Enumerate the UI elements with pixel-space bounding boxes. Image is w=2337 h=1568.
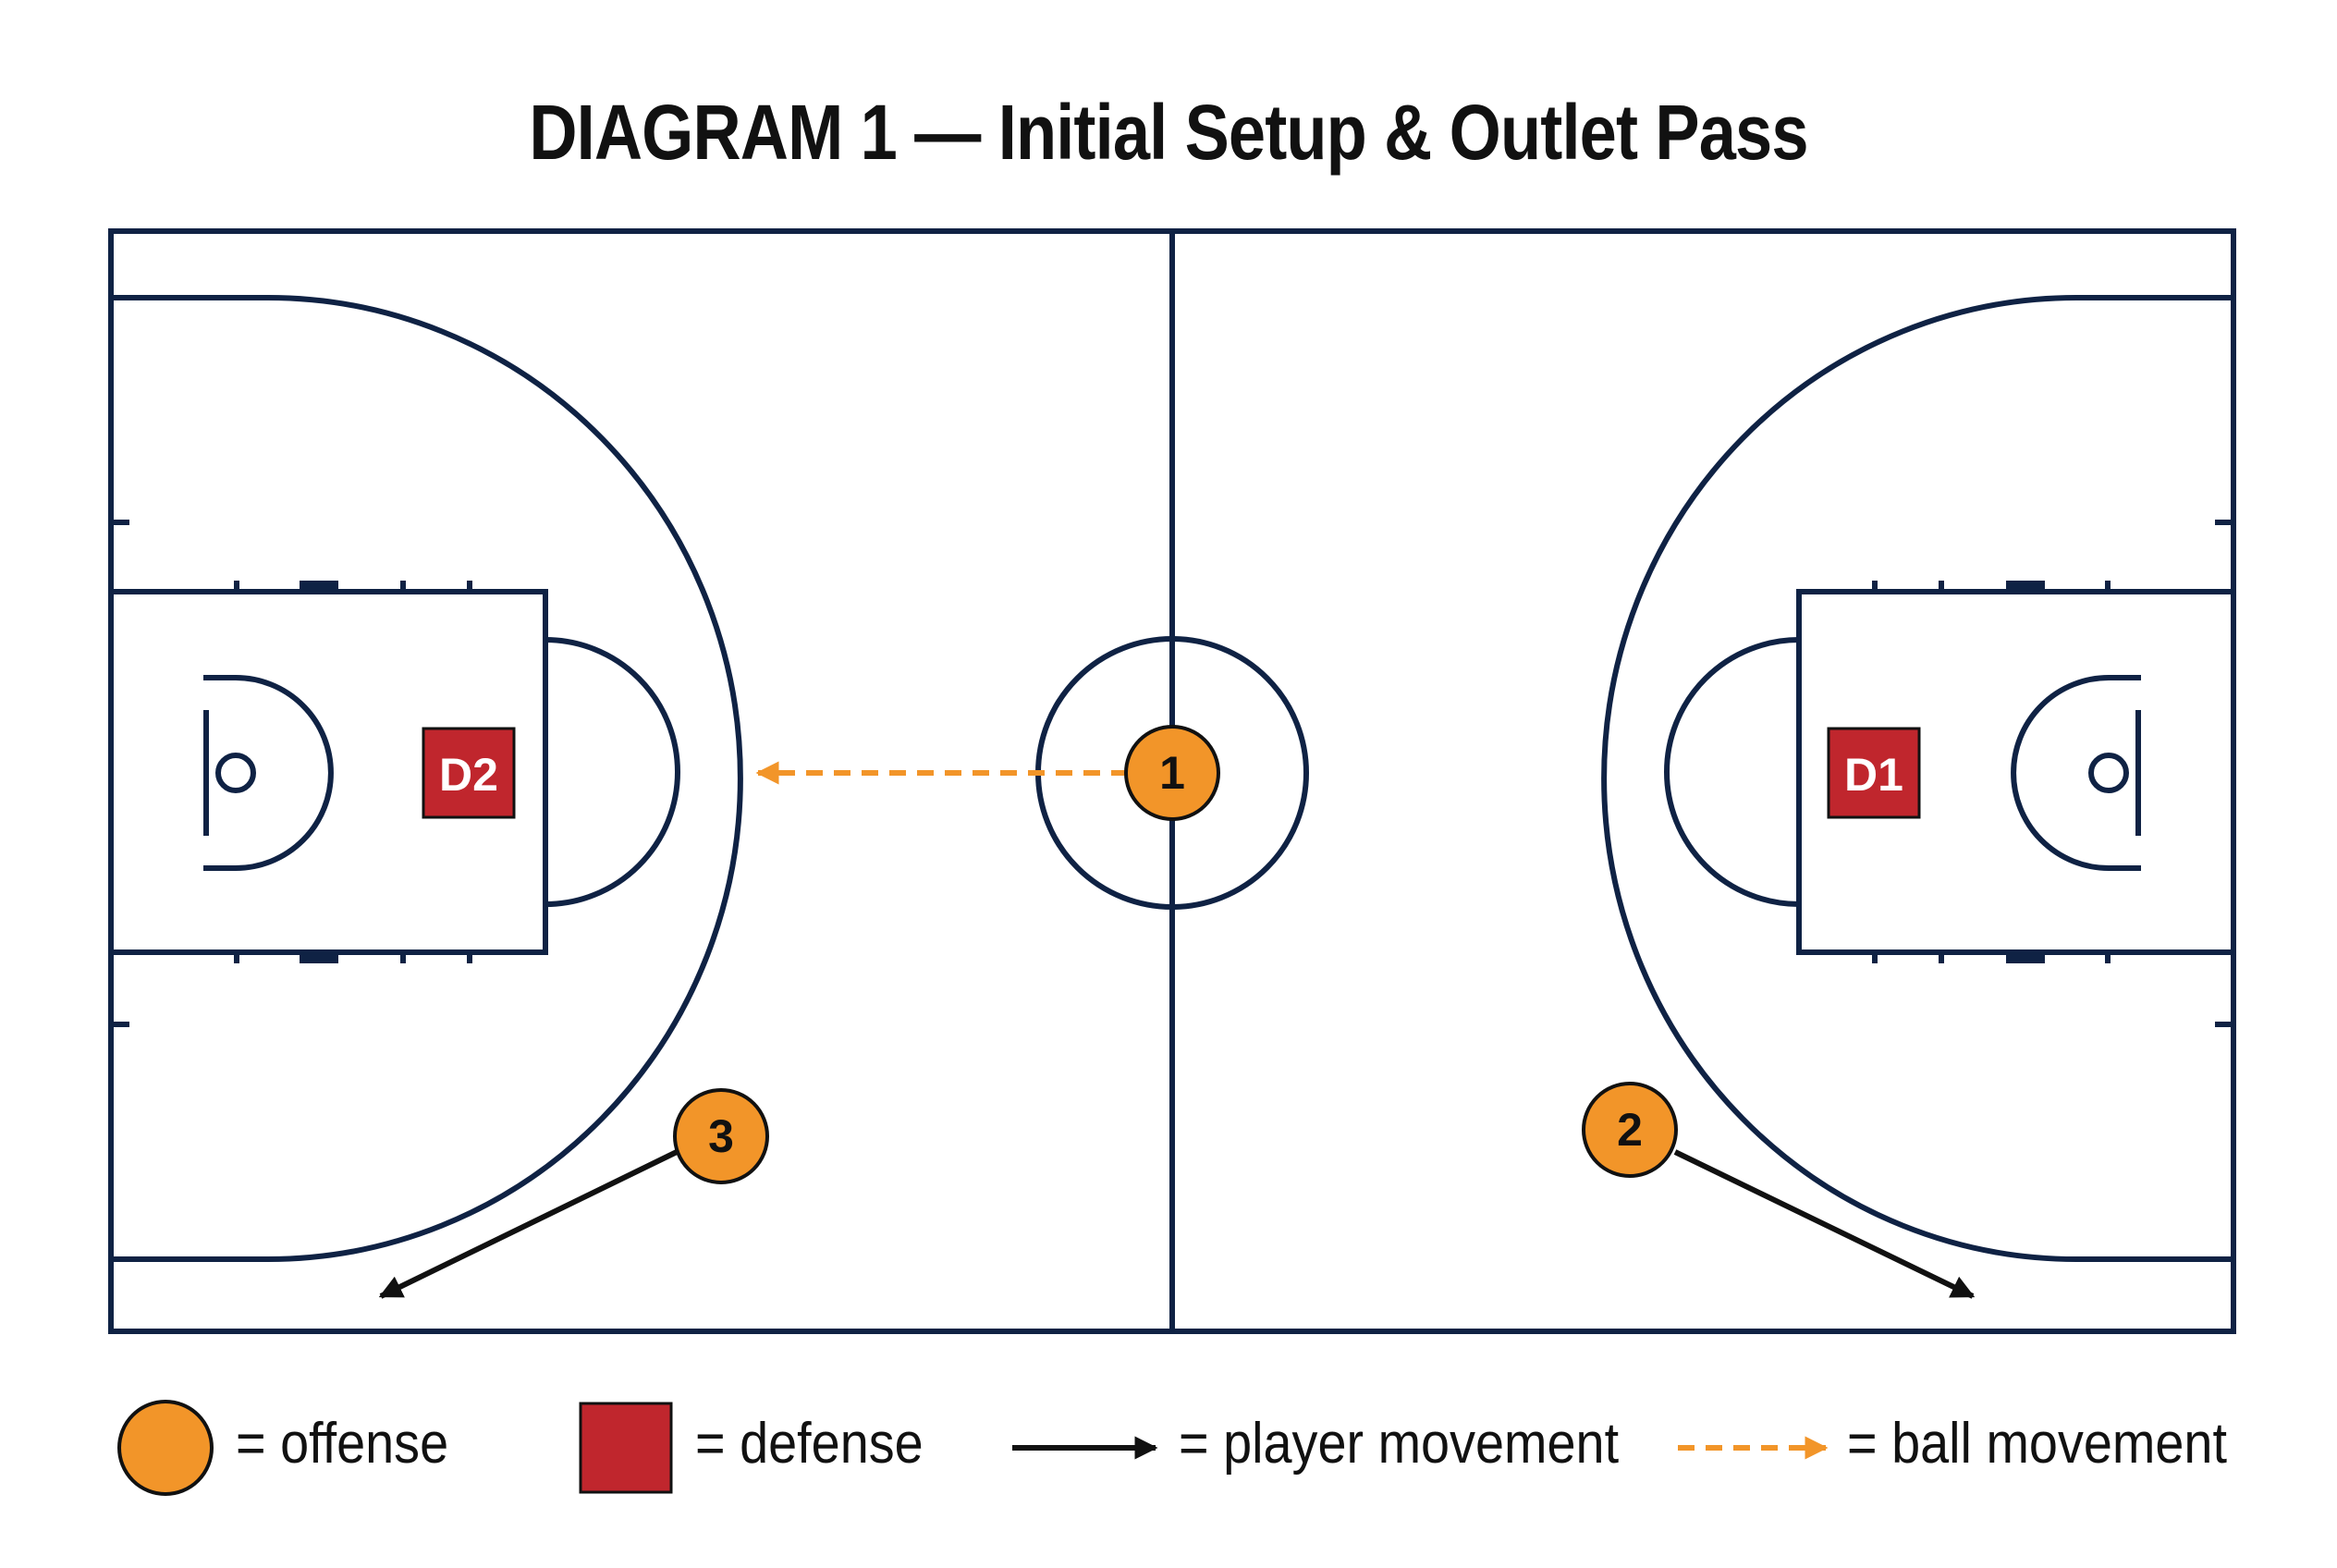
- defender-d1-label: D1: [1844, 749, 1903, 801]
- offensive-player-3: 3: [673, 1088, 769, 1184]
- left-three-point-line: [111, 295, 743, 1262]
- offensive-player-2: 2: [1582, 1082, 1678, 1178]
- left-free-throw-circle: [544, 637, 680, 907]
- left-rim: [215, 753, 256, 793]
- offensive-player-2-label: 2: [1617, 1104, 1643, 1156]
- legend-ball-movement-label: = ball movement: [1847, 1412, 2227, 1476]
- left-lane-marks: [234, 581, 472, 963]
- right-lane-marks: [1872, 581, 2111, 963]
- legend-defense-label: = defense: [695, 1412, 924, 1476]
- legend-offense-label: = offense: [236, 1412, 449, 1476]
- offensive-player-3-label: 3: [708, 1110, 734, 1162]
- left-restricted-area: [203, 675, 334, 871]
- diagram-title: DIAGRAM 1 — Initial Setup & Outlet Pass: [529, 89, 1808, 176]
- right-rim: [2088, 753, 2129, 793]
- player-3-movement-arrow: [378, 1149, 679, 1299]
- block-marks: [300, 581, 2045, 963]
- defender-d2: D2: [422, 727, 516, 819]
- right-restricted-area: [2011, 675, 2141, 871]
- legend-offense-symbol: [117, 1400, 214, 1496]
- defender-d1: D1: [1827, 727, 1921, 819]
- player-2-movement-arrow: [1673, 1149, 1976, 1299]
- legend-defense-symbol: [579, 1402, 673, 1494]
- defender-d2-label: D2: [439, 749, 498, 801]
- offensive-player-1-label: 1: [1159, 747, 1185, 799]
- right-free-throw-circle: [1664, 637, 1800, 907]
- court-lines: [108, 228, 2236, 1334]
- right-three-point-line: [1601, 295, 2233, 1262]
- legend-player-movement-label: = player movement: [1179, 1412, 1620, 1476]
- offensive-player-1: 1: [1124, 725, 1220, 821]
